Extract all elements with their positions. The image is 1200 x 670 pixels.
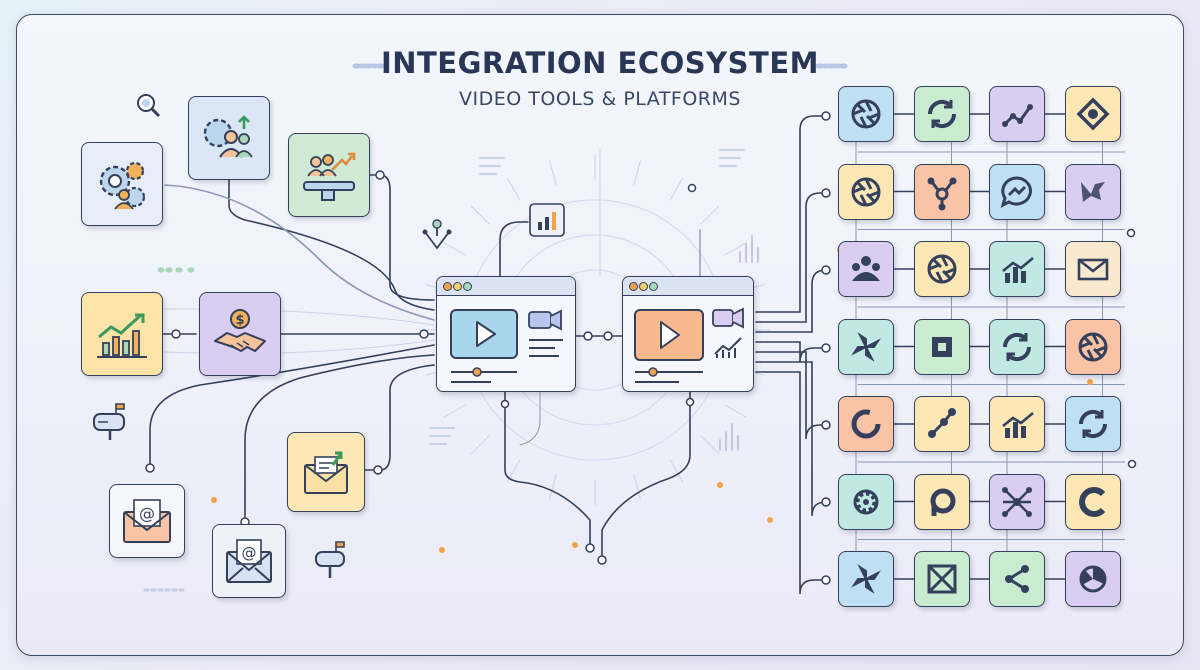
diagram-title: INTEGRATION ECOSYSTEM (380, 46, 820, 80)
video-player-window-1[interactable] (436, 276, 576, 392)
window-titlebar (623, 277, 753, 296)
platform-tile-diamond-loop[interactable] (1064, 86, 1121, 142)
platform-tile-aperture[interactable] (913, 241, 970, 297)
svg-text:$: $ (235, 313, 244, 328)
platform-tile-aperture[interactable] (838, 163, 894, 220)
platform-tile-c-ring[interactable] (1064, 473, 1121, 530)
aperture-icon (927, 254, 956, 284)
platform-tile-pie[interactable] (1064, 551, 1121, 607)
platform-tile-ring[interactable] (838, 396, 894, 452)
handshake-deal-tile[interactable]: $ (199, 292, 281, 376)
platform-tile-line-graph[interactable] (989, 86, 1045, 142)
hub-nodes-icon (927, 177, 956, 210)
team-growth-tile[interactable] (188, 96, 270, 180)
sync-loop-icon (927, 99, 956, 129)
platform-tile-sync-loop[interactable] (913, 86, 970, 142)
platform-tile-pinwheel[interactable] (838, 551, 894, 607)
growth-chart-icon (97, 313, 147, 358)
pointer-ring-icon (930, 488, 955, 516)
email-export-tile[interactable] (287, 432, 365, 512)
messenger-icon (1000, 175, 1032, 208)
handshake-dollar-icon: $ (214, 309, 266, 352)
x-box-icon (927, 564, 956, 594)
platform-tile-bar-trend[interactable] (989, 241, 1045, 297)
line-graph-icon (1002, 104, 1033, 127)
team-pipeline-tile[interactable] (288, 133, 370, 217)
team-growth-icon (203, 115, 253, 158)
svg-text:@: @ (242, 544, 257, 562)
platform-tile-envelope[interactable] (1064, 241, 1121, 297)
platform-tile-bird[interactable] (1064, 163, 1121, 220)
bar-chart-icon (529, 203, 565, 237)
platform-tile-hub-nodes[interactable] (913, 163, 970, 220)
diagram-subtitle: VIDEO TOOLS & PLATFORMS (459, 88, 741, 110)
node-link-icon (927, 408, 956, 438)
email-at-icon: @ (226, 539, 272, 583)
platform-tile-people[interactable] (838, 241, 894, 297)
email-export-icon (304, 451, 348, 494)
platform-tile-network[interactable] (989, 473, 1045, 530)
gear-icon (853, 489, 879, 514)
email-at-icon: @ (123, 499, 171, 543)
bird-icon (1080, 181, 1105, 202)
play-video-analytics-icon (634, 307, 744, 383)
platform-tile-node-link[interactable] (913, 396, 970, 452)
pinwheel-icon (851, 331, 881, 362)
mailbox-icon (93, 403, 125, 440)
envelope-icon (1077, 258, 1108, 281)
pinwheel-icon (851, 564, 881, 594)
bar-trend-icon (1002, 412, 1034, 438)
c-ring-icon (1078, 486, 1105, 517)
play-video-window-icon (450, 309, 563, 383)
pie-icon (1079, 565, 1106, 593)
share-nodes-icon (1005, 565, 1029, 593)
platform-tile-aperture[interactable] (1064, 318, 1121, 375)
platform-tile-messenger[interactable] (989, 163, 1045, 220)
email-at-tile-1[interactable]: @ (109, 484, 185, 558)
bar-trend-icon (1002, 257, 1034, 283)
team-pipeline-icon (303, 152, 356, 201)
platform-tile-pointer-ring[interactable] (913, 473, 970, 530)
platform-tile-share-nodes[interactable] (989, 551, 1045, 607)
growth-chart-tile[interactable] (81, 292, 163, 376)
sync-loop-icon (1002, 332, 1032, 361)
platform-tile-gear[interactable] (838, 473, 894, 530)
aperture-icon (851, 177, 881, 206)
platform-tile-square-bracket[interactable] (913, 318, 970, 375)
platform-tile-x-box[interactable] (913, 551, 970, 607)
platform-tile-pinwheel[interactable] (838, 318, 894, 375)
aperture-icon (1078, 332, 1107, 361)
mailbox-icon (315, 541, 345, 578)
diamond-loop-icon (1076, 97, 1109, 131)
window-titlebar (437, 277, 575, 296)
ring-icon (851, 409, 881, 439)
platform-tile-sync-loop[interactable] (989, 318, 1045, 375)
email-at-tile-2[interactable]: @ (212, 524, 286, 598)
platform-tile-aperture[interactable] (838, 86, 894, 142)
branch-icon (422, 219, 452, 250)
gears-people-tile[interactable] (81, 142, 163, 226)
sync-loop-icon (1078, 409, 1107, 439)
video-player-window-2[interactable] (622, 276, 754, 392)
gears-people-icon (99, 161, 146, 210)
network-icon (1002, 486, 1032, 517)
platform-tile-sync-loop[interactable] (1064, 396, 1121, 452)
svg-text:@: @ (139, 504, 155, 523)
aperture-icon (851, 99, 881, 129)
search-icon (137, 94, 161, 118)
platform-tile-bar-trend[interactable] (989, 396, 1045, 452)
square-bracket-icon (931, 336, 952, 357)
people-icon (852, 256, 880, 281)
